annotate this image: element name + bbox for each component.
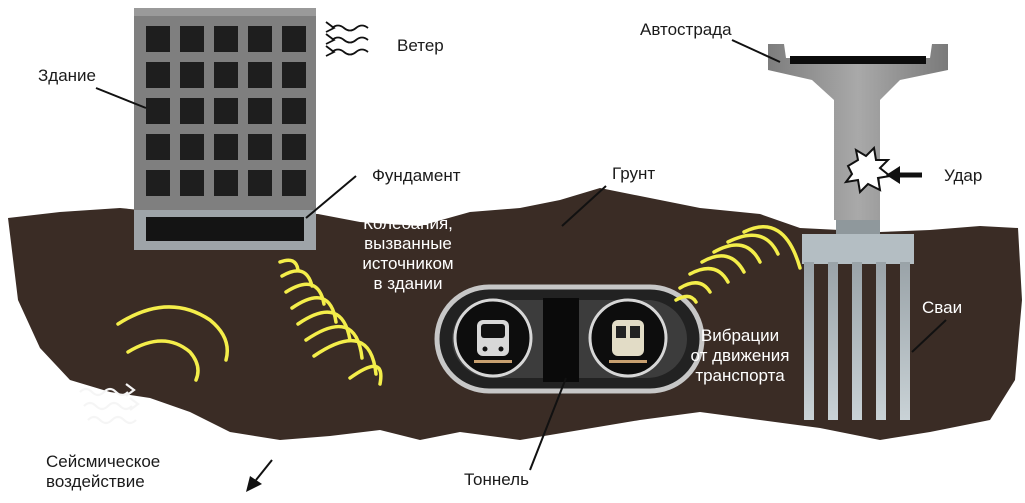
label-tunnel: Тоннель [464, 470, 529, 489]
seismic-direction-arrowhead [246, 476, 262, 492]
label-wind: Ветер [397, 36, 444, 55]
leader-highway [731, 39, 781, 63]
building-source-waves [278, 258, 383, 386]
train-icon [609, 320, 647, 363]
label-impact: Удар [944, 166, 983, 185]
building-window [180, 170, 204, 196]
building-window [146, 62, 170, 88]
building-window [180, 134, 204, 160]
leader-foundation [305, 175, 357, 219]
wind-icon [325, 21, 369, 57]
seismic-arrows-icon [79, 383, 140, 425]
label-piles: Сваи [922, 298, 963, 317]
traffic-waves [674, 225, 802, 304]
building [134, 8, 316, 210]
building-window [180, 26, 204, 52]
building-window [214, 134, 238, 160]
leader-building [95, 87, 147, 109]
highway-structure [768, 44, 948, 264]
building-window [248, 62, 272, 88]
building-window [214, 26, 238, 52]
leader-soil [561, 185, 607, 227]
seismic-direction-arrow-icon [255, 459, 273, 481]
label-traffic-vibration: Вибрации от движения транспорта [690, 326, 790, 385]
label-foundation: Фундамент [372, 166, 461, 185]
building-window [282, 134, 306, 160]
building-window [248, 26, 272, 52]
building-window [214, 62, 238, 88]
label-highway: Автострада [640, 20, 732, 39]
building-window [214, 98, 238, 124]
building-window [248, 170, 272, 196]
seismic-waves [116, 305, 229, 382]
leader-piles [911, 319, 947, 353]
label-building: Здание [38, 66, 96, 85]
building-window [146, 134, 170, 160]
label-soil: Грунт [612, 164, 656, 183]
leader-tunnel [529, 377, 567, 471]
building-window [146, 26, 170, 52]
piles [804, 262, 910, 420]
building-window [282, 170, 306, 196]
building-window [282, 26, 306, 52]
building-window [282, 62, 306, 88]
building-window [248, 98, 272, 124]
building-windows [146, 26, 306, 196]
building-window [146, 170, 170, 196]
building-window [180, 98, 204, 124]
building-window [248, 134, 272, 160]
building-window [282, 98, 306, 124]
building-window [146, 98, 170, 124]
building-window [214, 170, 238, 196]
label-seismic: Сейсмическое воздействие [46, 452, 161, 491]
tunnel [434, 284, 705, 394]
label-building-vibration: Колебания, вызванные источником в здании [362, 214, 454, 293]
building-window [180, 62, 204, 88]
train-icon [474, 320, 512, 363]
foundation [134, 210, 316, 250]
